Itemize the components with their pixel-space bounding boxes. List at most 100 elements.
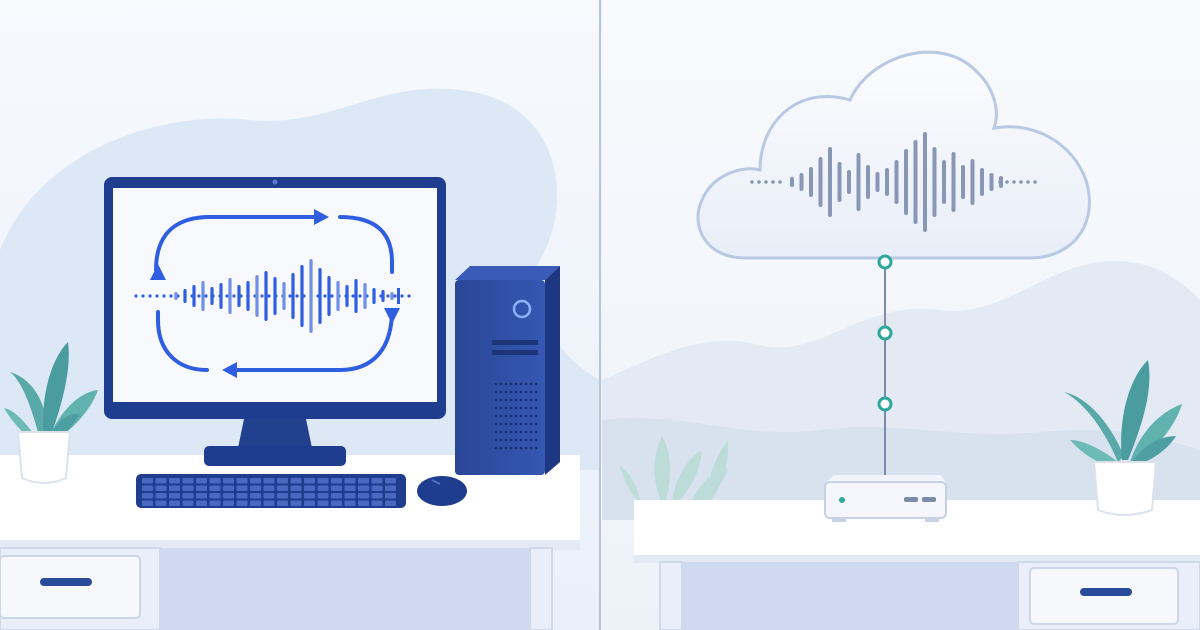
arrowheads [150, 209, 400, 378]
potted-plant-icon [1064, 360, 1182, 516]
loop-arrows-icon [154, 215, 394, 372]
audio-waveform-icon [750, 132, 1037, 232]
wave-bar [273, 277, 277, 315]
wave-bar [970, 159, 975, 205]
wave-bar [363, 283, 367, 309]
right-panel [602, 0, 1200, 630]
drawer-handle [1080, 588, 1132, 596]
left-panel [0, 0, 600, 630]
wave-dot [232, 294, 236, 298]
wave-bar [309, 259, 313, 333]
right-desk [634, 500, 1200, 630]
wave-bar [210, 287, 214, 305]
wave-dot [778, 180, 782, 184]
wave-bar [300, 265, 304, 327]
wave-dot [400, 294, 404, 298]
keyboard-icon [136, 474, 406, 508]
wave-bar [875, 172, 880, 192]
wave-dot [204, 294, 208, 298]
wave-dot [764, 180, 768, 184]
wave-dot [1026, 180, 1030, 184]
wave-dot [169, 294, 173, 298]
pc-tower-icon [455, 266, 560, 475]
wave-bar [228, 278, 232, 314]
wave-bar [885, 168, 889, 196]
wave-bar [866, 165, 870, 199]
wave-dot [1005, 180, 1009, 184]
wave-dot [225, 294, 229, 298]
wave-bar [961, 165, 965, 199]
wave-bar [183, 289, 187, 303]
connection-line-icon [877, 254, 893, 478]
potted-plant-icon [4, 342, 98, 484]
wave-bar [174, 292, 178, 300]
wave-bar [837, 162, 842, 202]
wave-bar [291, 273, 295, 319]
wave-dot [197, 294, 201, 298]
wave-bar [894, 160, 899, 204]
wave-bar [201, 281, 205, 311]
wave-bar [255, 275, 259, 317]
wave-bar [923, 132, 927, 232]
wave-dot [358, 294, 362, 298]
wave-dot [757, 180, 761, 184]
wave-dot [162, 294, 166, 298]
wave-bar [989, 173, 994, 191]
wave-dot [260, 294, 264, 298]
wave-dot [323, 294, 327, 298]
wave-bar [237, 285, 241, 307]
wave-dot [1019, 180, 1023, 184]
wave-dot [330, 294, 334, 298]
wave-dot [288, 294, 292, 298]
wave-bar [809, 167, 813, 197]
wave-dot [750, 180, 754, 184]
mouse-icon [417, 476, 467, 506]
wave-dot [148, 294, 152, 298]
wave-bar [219, 283, 223, 309]
wave-dot [351, 294, 355, 298]
wave-bar [327, 276, 331, 316]
wave-dot [386, 294, 390, 298]
wave-bar [192, 285, 196, 307]
wave-dot [771, 180, 775, 184]
tower-grille [494, 382, 538, 450]
wave-bar [345, 285, 349, 307]
background-shrubs [620, 436, 729, 506]
cloud-icon [696, 50, 1091, 260]
wave-bar [999, 176, 1003, 188]
wave-bar [932, 147, 937, 217]
wave-bar [790, 177, 794, 187]
wave-dot [407, 294, 411, 298]
wave-bar [372, 288, 376, 304]
audio-waveform-icon [134, 259, 411, 333]
wave-bar [381, 290, 385, 302]
wave-bar [980, 168, 984, 196]
wave-bar [354, 279, 358, 313]
wave-bar [799, 173, 804, 191]
server-box-icon [824, 475, 947, 522]
wave-dot [134, 294, 138, 298]
wave-bar [856, 153, 861, 211]
wave-bar [913, 140, 918, 224]
wave-dot [295, 294, 299, 298]
wave-dot [393, 294, 397, 298]
wave-dot [155, 294, 159, 298]
drawer-handle [40, 578, 92, 586]
wave-bar [264, 271, 268, 321]
wave-dot [1033, 180, 1037, 184]
wave-bar [847, 170, 851, 194]
wave-bar [818, 157, 823, 207]
wave-bar [246, 281, 250, 311]
wave-bar [951, 152, 956, 212]
wave-bar [390, 292, 394, 300]
wave-bar [904, 149, 908, 215]
wave-bar [318, 268, 322, 324]
wave-dot [267, 294, 271, 298]
wave-bar [336, 281, 340, 311]
wave-bar [828, 147, 832, 217]
wave-bar [282, 282, 286, 310]
wave-dot [1012, 180, 1016, 184]
wave-dot [141, 294, 145, 298]
wave-bar [942, 160, 946, 204]
